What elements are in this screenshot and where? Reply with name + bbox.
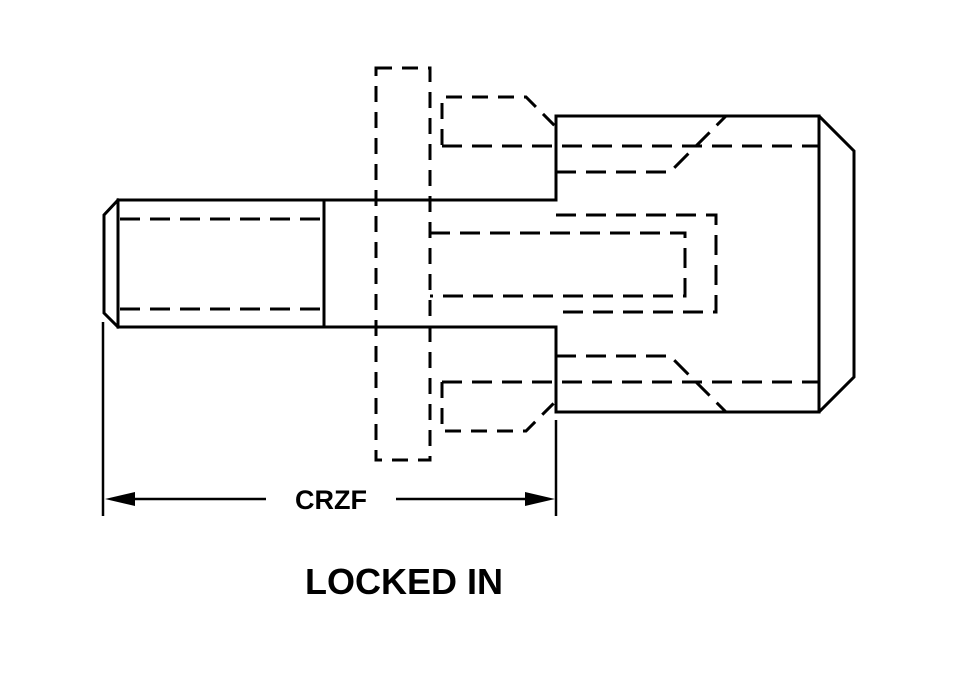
dimension-crzf: CRZF [101,322,558,516]
outer-bore [556,213,718,314]
shank-chamfer [102,197,121,330]
hidden-washer [374,66,432,462]
locking-tab-bottom [440,354,819,433]
arrowhead-left [105,492,135,506]
arrowhead-right [525,492,555,506]
tab-top-slot [556,114,728,174]
body [554,114,856,414]
tab-bottom-slot [556,354,728,414]
locking-tab-top [440,95,819,174]
tab-top-outline [440,95,558,145]
tab-bottom-outline [440,382,558,433]
threaded-shank [102,197,558,330]
inner-bore [430,231,687,298]
body-outline-top [554,114,856,414]
hidden-bore [430,213,718,314]
dimension-label: CRZF [295,485,367,515]
washer-outline [374,66,432,462]
caption: LOCKED IN [305,561,503,602]
